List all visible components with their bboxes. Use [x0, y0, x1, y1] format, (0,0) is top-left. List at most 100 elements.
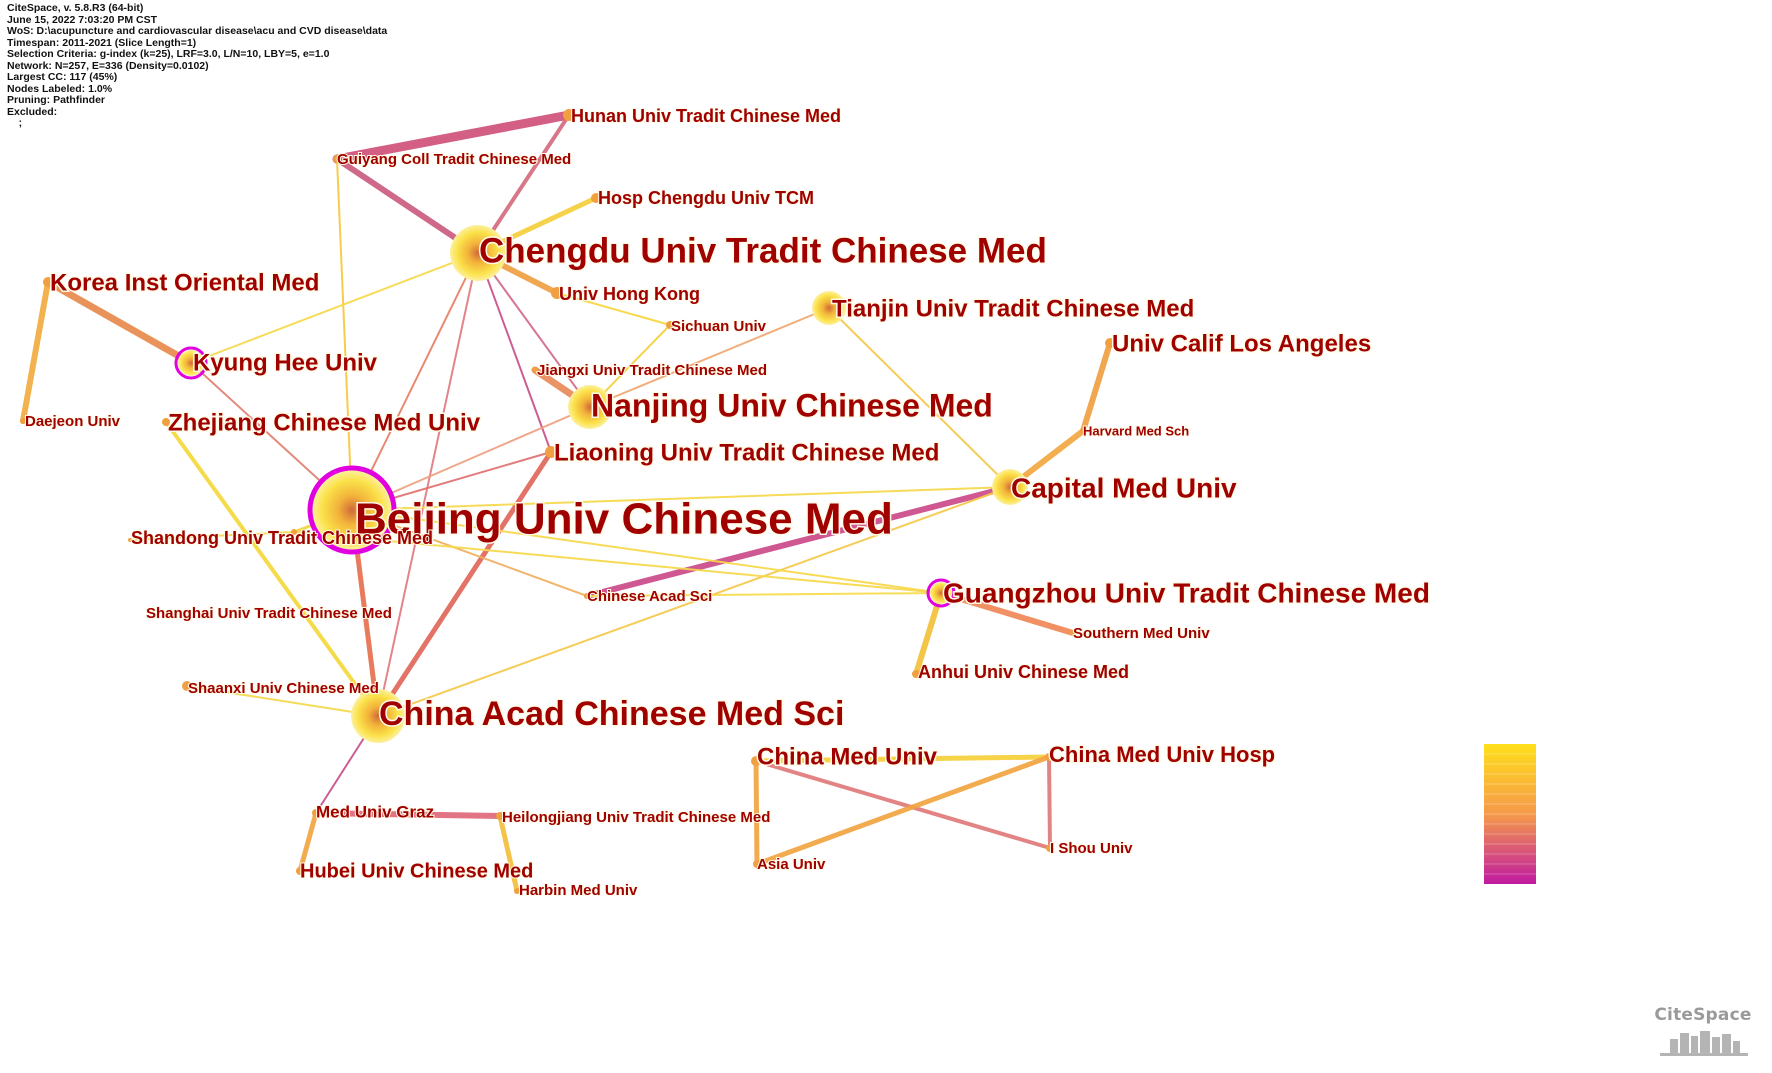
- node-dot: [1070, 630, 1076, 636]
- node-label-harbin: Harbin Med Univ: [519, 882, 638, 899]
- edge-zhejiang-cacms: [164, 420, 380, 718]
- node-label-guiyang: Guiyang Coll Tradit Chinese Med: [337, 151, 571, 168]
- node-dot: [291, 529, 297, 535]
- node-dot: [514, 888, 520, 894]
- citespace-logo: CiteSpace: [1648, 1005, 1758, 1065]
- edge-capital-cacms: [377, 486, 1011, 717]
- node-southern[interactable]: [1070, 630, 1076, 636]
- node-halo: [992, 469, 1028, 505]
- node-capital[interactable]: [992, 469, 1028, 505]
- node-dot: [162, 418, 170, 426]
- node-harbin[interactable]: [514, 888, 520, 894]
- edge-shandong-guangzhou: [293, 531, 942, 594]
- edge-cacms-shaanxi: [186, 685, 379, 717]
- node-chengdu[interactable]: [450, 225, 506, 281]
- node-korea[interactable]: [43, 277, 53, 287]
- node-label-liaoning: Liaoning Univ Tradit Chinese Med: [554, 439, 939, 466]
- edge-korea-kyunghee: [44, 278, 195, 367]
- edge-graz-heilongjiang: [313, 810, 503, 819]
- node-dot: [912, 670, 920, 678]
- edge-nanjing-tianjin: [589, 307, 830, 408]
- node-label-bucm: Beijing Univ Chinese Med: [355, 495, 893, 544]
- node-dot: [666, 321, 674, 329]
- meta-line: Largest CC: 117 (45%): [7, 71, 118, 83]
- edge-chengdu-nanjing: [477, 252, 591, 408]
- edge-ucla-harvard: [1080, 340, 1113, 434]
- node-label-hubei: Hubei Univ Chinese Med: [300, 860, 533, 882]
- node-kyunghee[interactable]: [174, 346, 208, 380]
- node-label-ucla: Univ Calif Los Angeles: [1112, 330, 1371, 357]
- node-guiyang[interactable]: [333, 155, 341, 163]
- node-dot: [930, 582, 952, 604]
- node-harvard[interactable]: [1080, 428, 1086, 434]
- node-sichuan[interactable]: [666, 321, 674, 329]
- node-asia[interactable]: [753, 860, 761, 868]
- node-guangzhou[interactable]: [926, 578, 956, 608]
- node-cacms[interactable]: [351, 689, 405, 743]
- node-label-shandong: Shandong Univ Tradit Chinese Med: [131, 528, 433, 548]
- node-ishou[interactable]: [1046, 844, 1054, 852]
- brand-name: CiteSpace: [1654, 1005, 1752, 1025]
- node-shandong[interactable]: [291, 529, 297, 535]
- node-dot: [296, 867, 304, 875]
- meta-line: WoS: D:\acupuncture and cardiovascular d…: [7, 25, 388, 37]
- node-shaanxi[interactable]: [182, 681, 192, 691]
- node-ucla[interactable]: [1105, 338, 1115, 348]
- node-label-anhui: Anhui Univ Chinese Med: [918, 662, 1129, 682]
- node-graz[interactable]: [312, 809, 320, 817]
- node-label-southern: Southern Med Univ: [1073, 625, 1210, 642]
- node-dot: [584, 593, 590, 599]
- node-halo: [812, 291, 846, 325]
- edge-chengdu-kyunghee: [190, 252, 479, 364]
- node-daejeon[interactable]: [20, 418, 26, 424]
- edge-guiyang-hunan: [332, 110, 574, 164]
- node-dot: [182, 681, 192, 691]
- edge-guangzhou-southern: [938, 590, 1076, 636]
- node-layer: [20, 109, 1115, 894]
- edge-guiyang-bucm: [336, 158, 353, 511]
- node-hospchengdu[interactable]: [591, 193, 601, 203]
- edge-shandong-shanghai: [129, 531, 295, 541]
- node-dot: [128, 538, 132, 542]
- node-label-harvard: Harvard Med Sch: [1083, 423, 1189, 438]
- node-cas[interactable]: [584, 593, 590, 599]
- meta-line: Nodes Labeled: 1.0%: [7, 82, 113, 95]
- node-dot: [591, 193, 601, 203]
- edge-cmu-asia: [753, 758, 760, 867]
- color-scale-legend: [1484, 744, 1536, 884]
- node-label-chengdu: Chengdu Univ Tradit Chinese Med: [479, 231, 1047, 270]
- edge-cas-guangzhou: [586, 592, 942, 597]
- node-halo: [568, 385, 612, 429]
- network-metadata: CiteSpace, v. 5.8.R3 (64-bit) June 15, 2…: [7, 2, 388, 130]
- node-bucm[interactable]: [307, 465, 397, 555]
- node-hku[interactable]: [551, 287, 563, 299]
- node-cmu[interactable]: [751, 756, 761, 766]
- node-label-tianjin: Tianjin Univ Tradit Chinese Med: [832, 295, 1194, 322]
- node-nanjing[interactable]: [568, 385, 612, 429]
- node-dot: [20, 418, 26, 424]
- node-jiangxi[interactable]: [532, 367, 538, 373]
- node-dot: [1105, 338, 1115, 348]
- node-heilongjiang[interactable]: [496, 812, 504, 820]
- node-hubei[interactable]: [296, 867, 304, 875]
- edge-capital-cas: [584, 484, 1013, 599]
- node-liaoning[interactable]: [545, 446, 557, 458]
- node-dot: [1045, 753, 1053, 761]
- edge-cmu-cmuh: [753, 754, 1052, 764]
- node-label-daejeon: Daejeon Univ: [25, 413, 121, 430]
- node-anhui[interactable]: [912, 670, 920, 678]
- centrality-ring: [926, 578, 956, 608]
- edge-korea-daejeon: [20, 279, 51, 424]
- node-dot: [563, 109, 575, 121]
- node-shanghai[interactable]: [128, 538, 132, 542]
- centrality-ring: [307, 465, 397, 555]
- node-cmuh[interactable]: [1045, 753, 1053, 761]
- node-dot: [1046, 844, 1054, 852]
- node-tianjin[interactable]: [812, 291, 846, 325]
- node-label-shaanxi: Shaanxi Univ Chinese Med: [188, 680, 379, 697]
- node-dot: [43, 277, 53, 287]
- meta-line: June 15, 2022 7:03:20 PM CST: [7, 13, 157, 26]
- node-label-asia: Asia Univ: [757, 856, 826, 873]
- node-hunan[interactable]: [563, 109, 575, 121]
- node-zhejiang[interactable]: [162, 418, 170, 426]
